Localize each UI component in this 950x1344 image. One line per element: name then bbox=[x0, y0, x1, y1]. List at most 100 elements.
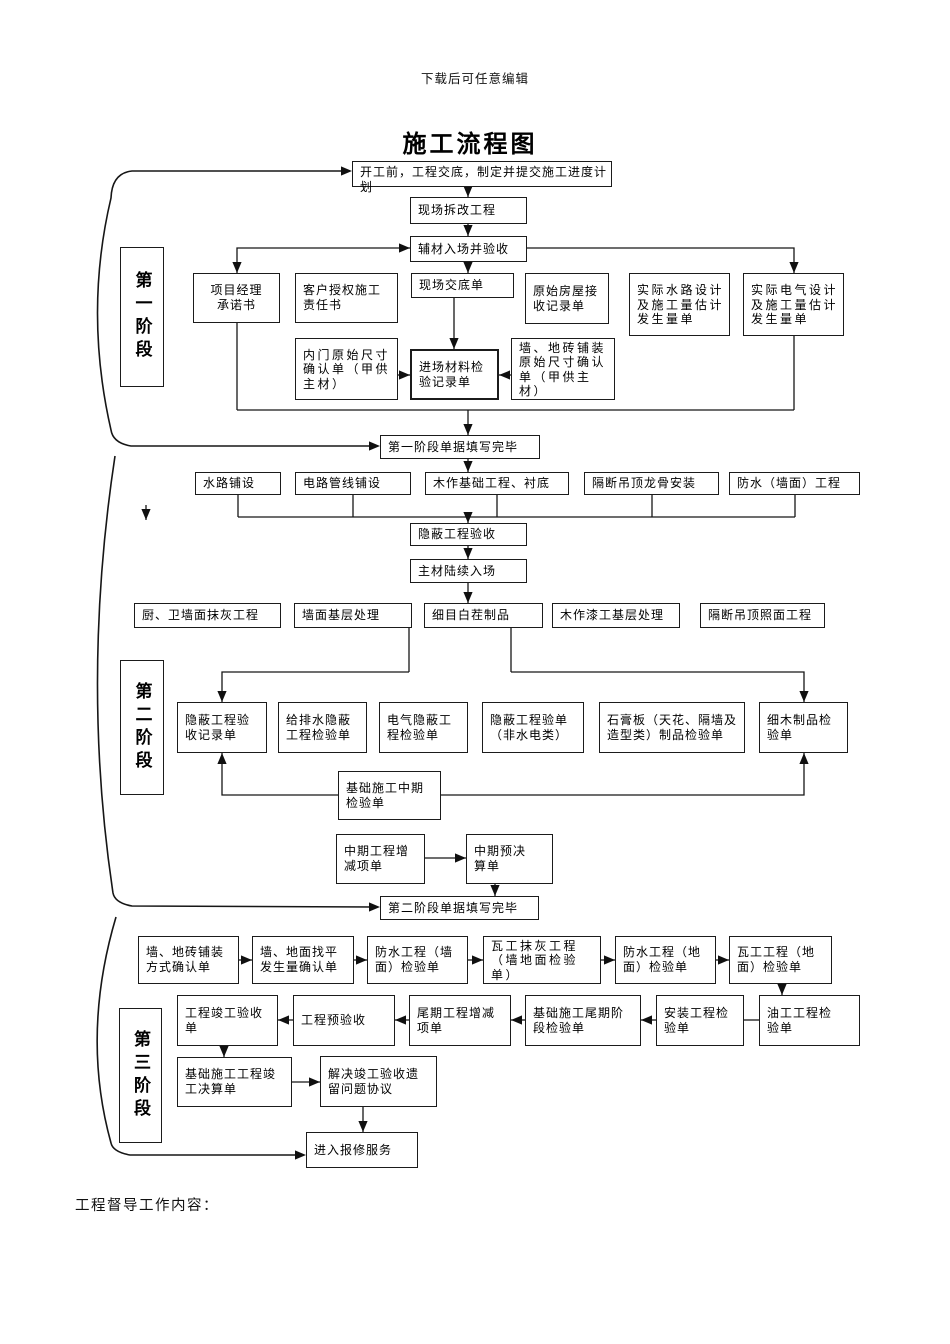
node-label: 隐蔽工程验单 （非水电类） bbox=[490, 712, 569, 742]
node-label: 给排水隐蔽 工程检验单 bbox=[286, 712, 352, 742]
node-label: 基础施工尾期阶 段检验单 bbox=[533, 1005, 625, 1035]
node-original-house-record: 原始房屋接 收记录单 bbox=[525, 273, 609, 324]
node-pre-acceptance: 工程预验收 bbox=[293, 995, 395, 1046]
node-label: 内门原始尺寸 确认单（甲供 主材） bbox=[303, 347, 391, 391]
node-label: 瓦工工程（地 面）检验单 bbox=[737, 945, 816, 974]
node-label: 原始房屋接 收记录单 bbox=[533, 283, 599, 313]
node-concealed-acceptance: 隐蔽工程验收 bbox=[410, 523, 527, 546]
node-leveling-quantity-confirm: 墙、地面找平 发生量确认单 bbox=[252, 936, 354, 984]
node-label: 进场材料检 验记录单 bbox=[419, 359, 485, 389]
node-mid-budget: 中期预决 算单 bbox=[466, 834, 553, 884]
node-label: 隐蔽工程验收 bbox=[418, 527, 497, 541]
node-label: 油工工程检 验单 bbox=[767, 1005, 833, 1035]
node-ceiling-finish: 隔断吊顶照面工程 bbox=[700, 603, 825, 628]
node-paint-base-treatment: 木作漆工基层处理 bbox=[552, 603, 680, 628]
node-door-size-confirm: 内门原始尺寸 确认单（甲供 主材） bbox=[295, 338, 398, 400]
node-label: 客户授权施工 责任书 bbox=[303, 283, 382, 312]
stage-label-1: 第一阶段 bbox=[120, 247, 164, 387]
node-label: 水路铺设 bbox=[203, 476, 256, 490]
node-tile-floor-check: 瓦工工程（地 面）检验单 bbox=[729, 936, 832, 984]
stage-label-3: 第三阶段 bbox=[119, 1008, 162, 1143]
node-label: 现场交底单 bbox=[419, 278, 485, 292]
node-label: 尾期工程增减 项单 bbox=[417, 1005, 496, 1035]
node-electric-design-quantity: 实际电气设计 及施工量估计 发生量单 bbox=[743, 273, 844, 336]
node-label: 隔断吊顶龙骨安装 bbox=[592, 476, 697, 490]
node-repair-service: 进入报修服务 bbox=[306, 1132, 418, 1168]
node-installation-check: 安装工程检 验单 bbox=[656, 995, 744, 1046]
node-partition-keel: 隔断吊顶龙骨安装 bbox=[584, 472, 719, 495]
node-label: 第一阶段单据填写完毕 bbox=[388, 439, 519, 454]
node-label: 瓦工抹灰工程 （墙地面检验 单） bbox=[491, 938, 579, 982]
node-main-material-entry: 主材陆续入场 bbox=[410, 559, 527, 583]
node-label: 木作漆工基层处理 bbox=[560, 608, 665, 622]
node-late-base-check: 基础施工尾期阶 段检验单 bbox=[525, 995, 641, 1046]
node-kitchen-bath-plaster: 厨、卫墙面抹灰工程 bbox=[134, 603, 281, 628]
node-client-authorization: 客户授权施工 责任书 bbox=[295, 273, 398, 323]
node-paint-check: 油工工程检 验单 bbox=[759, 995, 860, 1046]
page-title: 施工流程图 bbox=[402, 132, 538, 158]
node-label: 实际水路设计 及施工量估计 发生量单 bbox=[637, 283, 725, 327]
node-label: 工程竣工验收 单 bbox=[185, 1005, 264, 1035]
node-tile-plaster-check: 瓦工抹灰工程 （墙地面检验 单） bbox=[483, 936, 601, 984]
node-label: 细目白茬制品 bbox=[432, 608, 511, 622]
stage-label-2: 第二阶段 bbox=[120, 660, 164, 795]
node-concealed-record: 隐蔽工程验 收记录单 bbox=[177, 702, 267, 753]
node-label: 墙面基层处理 bbox=[302, 608, 381, 622]
node-label: 墙、地面找平 发生量确认单 bbox=[260, 945, 339, 974]
node-label: 中期工程增 减项单 bbox=[344, 844, 410, 873]
node-label: 安装工程检 验单 bbox=[664, 1005, 730, 1035]
node-mid-change-order: 中期工程增 减项单 bbox=[336, 834, 425, 884]
node-label: 防水工程（墙 面）检验单 bbox=[375, 945, 454, 974]
node-waterproof-wall: 防水（墙面）工程 bbox=[729, 472, 860, 495]
node-label: 厨、卫墙面抹灰工程 bbox=[142, 608, 260, 622]
node-final-settlement: 基础施工工程竣 工决算单 bbox=[177, 1057, 292, 1107]
node-acceptance-issues-agreement: 解决竣工验收遗 留问题协议 bbox=[320, 1056, 437, 1107]
node-label: 电气隐蔽工 程检验单 bbox=[387, 712, 453, 742]
node-label: 基础施工中期 检验单 bbox=[346, 780, 425, 810]
node-label: 解决竣工验收遗 留问题协议 bbox=[328, 1066, 420, 1096]
node-label: 细木制品检 验单 bbox=[767, 712, 833, 742]
page-footer-text: 工程督导工作内容： bbox=[75, 1198, 219, 1214]
node-plumbing-concealed-check: 给排水隐蔽 工程检验单 bbox=[278, 702, 367, 753]
node-label: 工程预验收 bbox=[301, 1013, 367, 1027]
node-electric-concealed-check: 电气隐蔽工 程检验单 bbox=[379, 702, 468, 753]
node-water-laying: 水路铺设 bbox=[195, 472, 281, 495]
node-water-design-quantity: 实际水路设计 及施工量估计 发生量单 bbox=[629, 273, 730, 336]
node-label: 第二阶段单据填写完毕 bbox=[388, 900, 519, 915]
node-fine-wood-check: 细木制品检 验单 bbox=[759, 702, 848, 753]
node-label: 墙、地砖铺装 原始尺寸确认 单（甲供主 材） bbox=[519, 340, 607, 399]
node-label: 项目经理 承诺书 bbox=[210, 283, 263, 312]
node-label: 石膏板（天花、隔墙及 造型类）制品检验单 bbox=[607, 712, 738, 742]
node-label: 防水（墙面）工程 bbox=[737, 476, 842, 490]
node-label: 木作基础工程、衬底 bbox=[433, 476, 551, 490]
node-gypsum-board-check: 石膏板（天花、隔墙及 造型类）制品检验单 bbox=[599, 702, 745, 753]
node-carpentry-base: 木作基础工程、衬底 bbox=[425, 472, 569, 495]
node-waterproof-wall-check: 防水工程（墙 面）检验单 bbox=[367, 936, 468, 984]
node-stage2-docs-done: 第二阶段单据填写完毕 bbox=[380, 896, 539, 920]
node-waterproof-floor-check: 防水工程（地 面）检验单 bbox=[615, 936, 716, 984]
node-label: 防水工程（地 面）检验单 bbox=[623, 945, 702, 974]
node-label: 墙、地砖铺装 方式确认单 bbox=[146, 945, 225, 974]
node-pm-commitment: 项目经理 承诺书 bbox=[193, 273, 280, 323]
node-wall-base-treatment: 墙面基层处理 bbox=[294, 603, 412, 628]
node-site-demolition: 现场拆改工程 bbox=[410, 197, 527, 224]
node-label: 隐蔽工程验 收记录单 bbox=[185, 712, 251, 742]
node-concealed-check-nonwater: 隐蔽工程验单 （非水电类） bbox=[482, 702, 584, 753]
node-label: 电路管线铺设 bbox=[303, 476, 382, 490]
node-label: 进入报修服务 bbox=[314, 1142, 393, 1157]
node-start: 开工前，工程交底，制定并提交施工进度计划 bbox=[352, 161, 612, 194]
node-mid-base-check: 基础施工中期 检验单 bbox=[338, 771, 441, 820]
node-incoming-material-check: 进场材料检 验记录单 bbox=[410, 349, 499, 400]
node-late-change-order: 尾期工程增减 项单 bbox=[409, 995, 511, 1046]
node-label: 中期预决 算单 bbox=[474, 844, 527, 873]
node-stage1-docs-done: 第一阶段单据填写完毕 bbox=[380, 435, 540, 459]
node-label: 开工前，工程交底，制定并提交施工进度计划 bbox=[360, 165, 608, 194]
node-label: 现场拆改工程 bbox=[418, 203, 497, 217]
page-header-text: 下载后可任意编辑 bbox=[420, 72, 529, 86]
node-fine-white-blank: 细目白茬制品 bbox=[424, 603, 543, 628]
node-label: 主材陆续入场 bbox=[418, 563, 497, 578]
node-aux-material-acceptance: 辅材入场并验收 bbox=[410, 236, 527, 262]
